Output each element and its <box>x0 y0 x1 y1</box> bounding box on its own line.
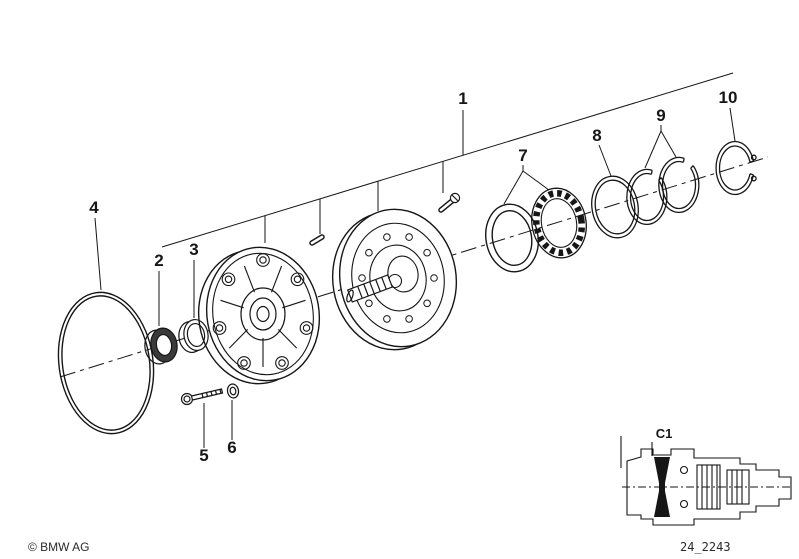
callout-5[interactable]: 5 <box>199 446 208 465</box>
shim-ring <box>178 318 209 354</box>
spacer-ring <box>591 175 639 239</box>
pump-cover <box>197 246 321 385</box>
callout-3[interactable]: 3 <box>189 240 198 259</box>
clutch-pack-2 <box>726 469 750 505</box>
callout-leader-lines <box>94 72 736 448</box>
spline-shaft <box>346 274 394 303</box>
oil-pump-body <box>331 208 458 351</box>
cover-hub <box>240 287 286 341</box>
clutch-pack-1 <box>696 464 721 510</box>
callout-7[interactable]: 7 <box>518 146 527 165</box>
callout-1[interactable]: 1 <box>458 89 467 108</box>
snap-ring-pair <box>626 156 700 226</box>
gear-symbol-bottom <box>679 499 689 509</box>
cover-bolts <box>212 253 314 370</box>
callout-6[interactable]: 6 <box>227 438 236 457</box>
dowel-pin <box>309 234 325 246</box>
callout-9[interactable]: 9 <box>656 106 665 125</box>
o-ring-gasket <box>57 291 155 435</box>
c1-clutch-label: C1 <box>656 426 673 441</box>
diagram-code: 24_2243 <box>680 540 731 554</box>
hex-bolt <box>180 388 224 406</box>
callout-8[interactable]: 8 <box>592 126 601 145</box>
pump-rivets <box>358 233 438 323</box>
gear-symbol-top <box>679 465 689 475</box>
copyright-text: © BMW AG <box>28 540 90 554</box>
sealing-ring <box>485 203 539 273</box>
callout-4[interactable]: 4 <box>89 198 99 217</box>
washer <box>226 383 240 399</box>
transmission-case-outline <box>626 448 792 526</box>
transmission-inset: C1 <box>620 426 792 526</box>
toothed-ring <box>531 187 587 259</box>
cover-ribs <box>220 265 306 367</box>
callout-2[interactable]: 2 <box>154 251 163 270</box>
shaft-seal <box>144 327 178 365</box>
lock-ring <box>715 140 757 196</box>
c1-clutch-highlight <box>654 457 670 517</box>
callout-10[interactable]: 10 <box>719 88 738 107</box>
slotted-screw <box>438 192 461 213</box>
